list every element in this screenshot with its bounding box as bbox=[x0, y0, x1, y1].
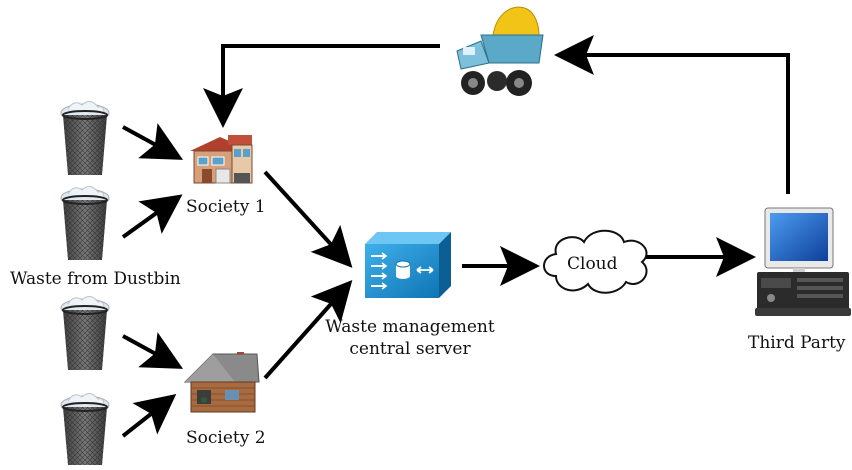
truck-icon bbox=[456, 6, 544, 96]
arrow-bin3-to-society2 bbox=[122, 332, 184, 369]
cloud-icon bbox=[543, 229, 648, 294]
arrow-thirdparty-to-truck bbox=[554, 35, 790, 194]
hut-icon bbox=[183, 352, 260, 413]
arrow-society1-to-server bbox=[263, 170, 353, 268]
dustbin-icon bbox=[60, 186, 110, 260]
arrows bbox=[121, 35, 790, 438]
arrow-bin2-to-society1 bbox=[121, 194, 183, 239]
server-label-line2: central server bbox=[349, 339, 471, 359]
cloud-label: Cloud bbox=[567, 254, 618, 274]
third-party-label: Third Party bbox=[748, 333, 846, 353]
arrow-society2-to-server bbox=[263, 280, 353, 380]
society1-label: Society 1 bbox=[186, 197, 266, 217]
waste-from-dustbin-label: Waste from Dustbin bbox=[10, 269, 181, 289]
dustbin-icon bbox=[60, 296, 110, 370]
server-label-line1: Waste management bbox=[325, 317, 495, 337]
society2-label: Society 2 bbox=[186, 428, 266, 448]
arrow-bin4-to-society2 bbox=[121, 394, 177, 438]
computer-icon bbox=[755, 207, 851, 316]
dustbin-icon bbox=[60, 101, 110, 175]
house-icon bbox=[190, 135, 253, 184]
server-label: Waste management central server bbox=[320, 316, 500, 360]
server-icon bbox=[365, 232, 451, 298]
arrow-bin1-to-society1 bbox=[122, 123, 184, 160]
dustbin-icon bbox=[60, 393, 110, 465]
arrow-truck-to-society1 bbox=[203, 44, 440, 128]
